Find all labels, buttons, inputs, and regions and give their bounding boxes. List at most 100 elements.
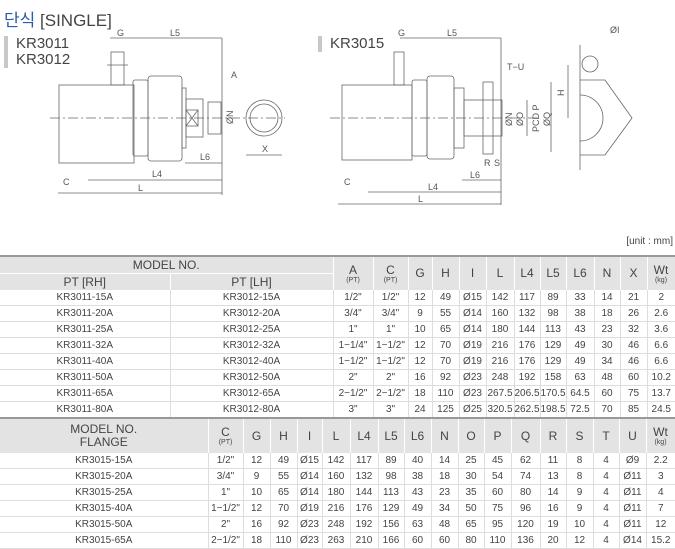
spec-cell: 248 — [322, 516, 351, 533]
spec-cell: 40 — [404, 453, 432, 469]
spec-cell: Ø25 — [459, 401, 487, 419]
spec-cell: 117 — [514, 290, 541, 306]
column-header-t: T — [593, 419, 620, 453]
spec-cell: 4 — [593, 453, 620, 469]
spec-cell: 55 — [432, 305, 460, 322]
label-h: H — [556, 90, 566, 97]
spec-cell: 3/4" — [333, 305, 374, 322]
spec-cell: 26 — [620, 305, 648, 322]
label-a: A — [231, 70, 237, 80]
spec-cell: 48 — [431, 516, 459, 533]
spec-cell: 142 — [486, 290, 515, 306]
spec-cell: 60 — [620, 369, 648, 386]
spec-cell: 48 — [594, 369, 621, 386]
spec-cell: 46 — [620, 353, 648, 370]
column-header-c: C(PT) — [373, 256, 409, 290]
spec-cell: 206.5 — [514, 385, 541, 402]
spec-cell: 3/4" — [208, 468, 244, 485]
spec-cell: 80 — [458, 532, 485, 549]
model-number-cell: KR3015-25A — [0, 484, 209, 501]
unit-label: [unit : mm] — [626, 236, 673, 247]
column-header-c: C(PT) — [208, 419, 244, 453]
spec-cell: 1" — [373, 321, 409, 338]
column-header-l: L — [322, 419, 351, 453]
spec-cell: 3/4" — [373, 305, 409, 322]
spec-cell: Ø14 — [297, 468, 323, 485]
spec-cell: 30 — [594, 337, 621, 354]
spec-cell: 49 — [432, 290, 460, 306]
model-number-cell: KR3012-20A — [170, 305, 334, 322]
spec-cell: 117 — [350, 453, 379, 469]
spec-cell: 43 — [404, 484, 432, 501]
column-header-l4: L4 — [350, 419, 379, 453]
model-number-cell: KR3012-65A — [170, 385, 334, 402]
label-x: X — [262, 144, 268, 154]
label-c: C — [344, 177, 351, 187]
spec-cell: Ø23 — [459, 369, 487, 386]
column-header-l: L — [486, 256, 515, 290]
spec-cell: Ø14 — [297, 484, 323, 501]
spec-cell: 144 — [514, 321, 541, 338]
label-n: ØN — [225, 111, 235, 125]
spec-cell: 19 — [540, 516, 567, 533]
label-i: ØI — [610, 25, 620, 35]
model-number-cell: KR3011-80A — [0, 401, 171, 419]
model-number-cell: KR3011-20A — [0, 305, 171, 322]
column-header-i: I — [297, 419, 323, 453]
pt-lh-header: PT [LH] — [170, 273, 334, 290]
model-header: MODEL NO.FLANGE — [0, 419, 209, 453]
column-header-l6: L6 — [404, 419, 432, 453]
spec-cell: Ø23 — [297, 532, 323, 549]
label-l5: L5 — [170, 28, 180, 38]
model-number-cell: KR3011-50A — [0, 369, 171, 386]
spec-cell: 8 — [566, 468, 594, 485]
spec-cell: 176 — [514, 353, 541, 370]
spec-cell: 65 — [432, 321, 460, 338]
spec-cell: 64.5 — [566, 385, 595, 402]
spec-cell: 176 — [350, 500, 379, 517]
spec-cell: 85 — [620, 401, 648, 419]
spec-cell: 72.5 — [566, 401, 595, 419]
spec-cell: 7 — [646, 500, 675, 517]
label-s: S — [494, 158, 500, 168]
column-header-n: N — [431, 419, 459, 453]
spec-cell: 12 — [243, 500, 271, 517]
spec-cell: Ø14 — [459, 305, 487, 322]
spec-cell: 50 — [458, 500, 485, 517]
spec-cell: Ø11 — [619, 468, 647, 485]
spec-cell: 10 — [243, 484, 271, 501]
column-header-r: R — [540, 419, 567, 453]
model-number-cell: KR3015-40A — [0, 500, 209, 517]
spec-cell: 13.7 — [647, 385, 675, 402]
spec-cell: 63 — [566, 369, 595, 386]
spec-cell: 2" — [373, 369, 409, 386]
spec-cell: 6.6 — [647, 337, 675, 354]
spec-cell: 89 — [540, 290, 567, 306]
spec-cell: 3" — [373, 401, 409, 419]
label-l6: L6 — [200, 152, 210, 162]
spec-cell: 120 — [511, 516, 541, 533]
model-number-cell: KR3012-25A — [170, 321, 334, 338]
column-header-wt: Wt(kg) — [647, 256, 675, 290]
spec-cell: 98 — [378, 468, 405, 485]
spec-cell: 18 — [243, 532, 271, 549]
spec-cell: 43 — [566, 321, 595, 338]
model-number-cell: KR3012-80A — [170, 401, 334, 419]
spec-cell: Ø9 — [619, 453, 647, 469]
spec-cell: 12 — [408, 337, 433, 354]
spec-cell: 4 — [593, 516, 620, 533]
spec-cell: 33 — [566, 290, 595, 306]
column-header-o: O — [458, 419, 485, 453]
spec-cell: 18 — [408, 385, 433, 402]
spec-cell: 34 — [594, 353, 621, 370]
spec-cell: Ø23 — [297, 516, 323, 533]
spec-cell: 6.6 — [647, 353, 675, 370]
spec-cell: 75 — [484, 500, 512, 517]
spec-cell: 12 — [566, 532, 594, 549]
spec-cell: 2.2 — [646, 453, 675, 469]
model-header: MODEL NO. — [0, 256, 334, 274]
